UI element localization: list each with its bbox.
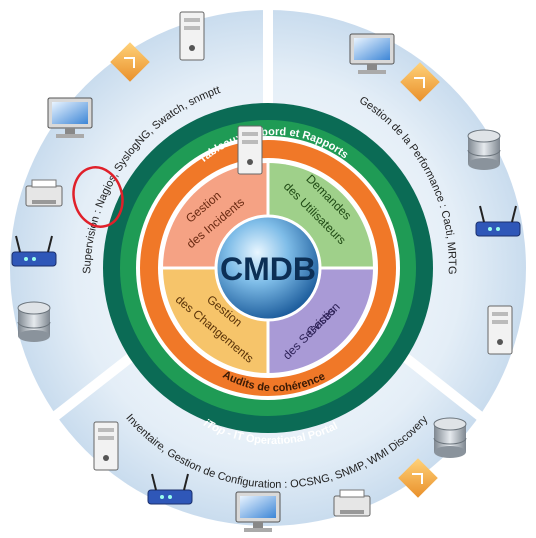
router-icon <box>475 205 521 237</box>
server-icon <box>237 125 263 175</box>
router-icon <box>11 235 57 267</box>
cmdb-label: CMDB <box>220 251 316 287</box>
server-icon <box>179 11 205 61</box>
cmdb-globe <box>214 214 322 322</box>
disc-separators <box>31 5 504 436</box>
server-icon <box>487 305 513 355</box>
server-icon <box>93 421 119 471</box>
printer-icon <box>25 179 63 207</box>
monitor-icon <box>235 491 281 532</box>
monitor-icon <box>47 97 93 138</box>
database-icon <box>467 129 501 170</box>
nagios-highlight-circle <box>72 166 124 228</box>
monitor-icon <box>349 33 395 74</box>
database-icon <box>433 417 467 458</box>
router-icon <box>147 473 193 505</box>
printer-icon <box>333 489 371 517</box>
database-icon <box>17 301 51 342</box>
